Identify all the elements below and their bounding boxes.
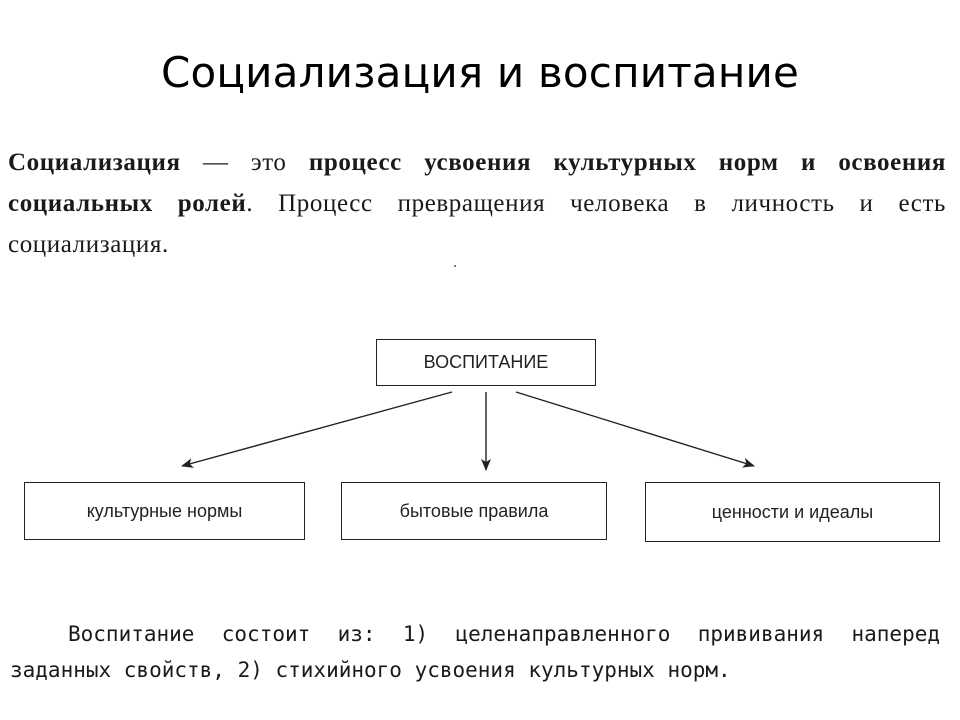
diagram-child-label: ценности и идеалы <box>711 501 874 522</box>
diagram-child-box-cultural-norms: культурные нормы <box>24 482 305 540</box>
definition-term: Социализация <box>8 149 181 176</box>
stray-dot <box>454 265 456 267</box>
diagram-child-box-values-ideals: ценности и идеалы <box>645 482 940 542</box>
diagram-child-box-everyday-rules: бытовые правила <box>341 482 607 540</box>
diagram-child-label: культурные нормы <box>86 500 243 521</box>
diagram-root-label: ВОСПИТАНИЕ <box>423 352 549 372</box>
arrow-to-values-ideals <box>515 391 755 468</box>
diagram-child-label: бытовые правила <box>399 500 549 521</box>
diagram-root-box: ВОСПИТАНИЕ <box>376 339 596 386</box>
definition-bold-part: процесс усвоения культурных норм и освое… <box>8 149 946 217</box>
arrow-to-cultural-norms <box>181 391 453 468</box>
definition-paragraph: Социализация — это процесс усвоения куль… <box>8 142 946 265</box>
composition-paragraph: Воспитание состоит из: 1) целенаправленн… <box>10 622 940 682</box>
definition-rest: . Процесс превращения человека в личност… <box>8 190 947 258</box>
slide-title: Социализация и воспитание <box>160 48 800 97</box>
definition-connector: — это <box>180 149 309 176</box>
